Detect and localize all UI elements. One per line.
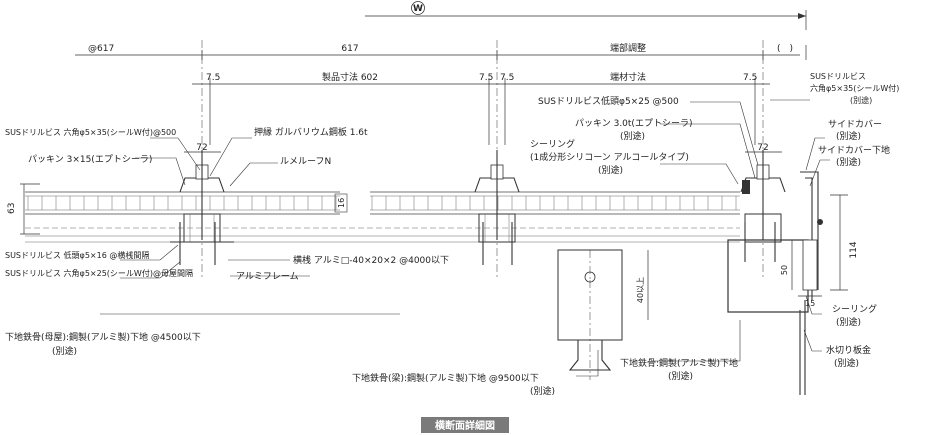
width-marker-circle xyxy=(411,1,425,15)
width-marker: W xyxy=(365,1,807,30)
label-screw-hex-5x25: SUSドリルビス 六角φ5×25(シールW付)@母屋間隔 xyxy=(5,268,193,278)
dim-row-product: 7.5 7.5 7.5 7.5 製品寸法 602 端材寸法 xyxy=(192,71,770,145)
screws xyxy=(179,222,776,265)
label-sealing-2-sep: (別途) xyxy=(836,316,861,328)
dim-right: 114 50 15 xyxy=(780,194,859,308)
dim-end-adjust: 端部調整 xyxy=(610,42,646,54)
label-flashing-sep: (別途) xyxy=(834,357,859,369)
dim-w15: 15 xyxy=(805,299,815,308)
label-press-edge: 押縁 ガルバリウム鋼板 1.6t xyxy=(254,126,368,138)
dim-h114: 114 xyxy=(849,241,859,258)
label-screw-right-sep: (別途) xyxy=(850,95,872,105)
dim-pitch-left: @617 xyxy=(88,44,114,54)
label-steel-purlin-sep: (別途) xyxy=(52,345,77,357)
drawing-title: 横断面詳細図 xyxy=(435,419,495,432)
leaders xyxy=(100,99,830,377)
dim-end-adjust-paren: ( ) xyxy=(777,44,793,54)
label-screw-hex-500: SUSドリルビス 六角φ5×35(シールW付)@500 xyxy=(5,127,176,137)
dim-offset-2: 7.5 xyxy=(479,73,493,83)
label-sealing-2: シーリング xyxy=(832,303,877,315)
dim-h50: 50 xyxy=(780,265,789,275)
dim-offset-3: 7.5 xyxy=(500,73,514,83)
edge-channel xyxy=(727,180,809,313)
label-flashing: 水切り板金 xyxy=(826,344,871,356)
label-screw-right-1: SUSドリルビス xyxy=(810,72,866,81)
dim-h16: 16 xyxy=(337,198,346,208)
joint-mid xyxy=(474,150,520,243)
label-packing-3t: パッキン 3.0t(エプトシーラ) xyxy=(575,118,692,129)
dim-72: 72 72 xyxy=(184,143,782,153)
dim-pitch-mid: 617 xyxy=(341,44,358,54)
label-sealing-1b: (1成分形シリコーン アルコールタイプ) xyxy=(530,151,689,163)
label-alu-frame: アルミフレーム xyxy=(236,271,299,282)
dim-offset-1: 7.5 xyxy=(206,73,220,83)
dim-min40: 40以上 xyxy=(636,277,645,303)
label-lumeru-roof: ルメルーフN xyxy=(280,157,331,167)
dim-row-pitch: @617 617 端部調整 ( ) xyxy=(75,42,807,60)
panel-right xyxy=(370,191,740,215)
label-beam-sep: (別途) xyxy=(530,385,555,397)
dim-h63: 63 xyxy=(7,203,17,214)
label-screw-low-5x16: SUSドリルビス 低頭φ5×16 @横桟間隔 xyxy=(5,250,149,260)
title-badge: 横断面詳細図 xyxy=(421,417,509,433)
label-steel-right: 下地鉄骨:鋼製(アルミ製)下地 xyxy=(620,357,738,369)
label-side-cover-base: サイドカバー下地 xyxy=(818,144,890,156)
beam-bracket: 40以上 xyxy=(557,249,649,371)
joint-left xyxy=(170,150,234,243)
label-steel-right-sep: (別途) xyxy=(668,370,693,382)
label-steel-purlin: 下地鉄骨(母屋):鋼製(アルミ製)下地 @4500以下 xyxy=(5,331,201,343)
dim-w72-left: 72 xyxy=(196,143,207,153)
label-transom: 横桟 アルミ□-40×20×2 @4000以下 xyxy=(293,254,449,266)
label-side-cover-base-sep: (別途) xyxy=(836,156,861,168)
label-sealing-1: シーリング xyxy=(530,138,575,150)
panel-left xyxy=(25,191,340,215)
label-screw-right-2: 六角φ5×35(シールW付) xyxy=(810,83,899,93)
annotations: SUSドリルビス 六角φ5×35(シールW付)@500 パッキン 3×15(エプ… xyxy=(5,72,899,397)
label-screw-low-5x25: SUSドリルビス低頭φ5×25 @500 xyxy=(538,95,679,107)
alu-frame-line xyxy=(25,227,740,243)
panel-ribs xyxy=(27,196,737,210)
label-beam: 下地鉄骨(梁):鋼製(アルミ製)下地 @9500以下 xyxy=(352,372,539,384)
dim-heights: 63 16 xyxy=(7,183,348,235)
joint-end xyxy=(740,150,786,243)
dim-w72-right: 72 xyxy=(757,143,768,153)
dim-offset-4: 7.5 xyxy=(743,73,757,83)
label-side-cover-sep: (別途) xyxy=(836,130,861,142)
dim-end-material: 端材寸法 xyxy=(610,71,646,83)
label-side-cover: サイドカバー xyxy=(828,119,882,130)
width-marker-letter: W xyxy=(413,4,423,14)
side-cover xyxy=(799,171,823,395)
label-packing-3t-sep: (別途) xyxy=(620,130,645,142)
dim-product-size: 製品寸法 602 xyxy=(322,71,378,83)
label-packing-3x15: パッキン 3×15(エプトシーラ) xyxy=(28,154,152,165)
label-sealing-1-sep: (別途) xyxy=(598,164,623,176)
